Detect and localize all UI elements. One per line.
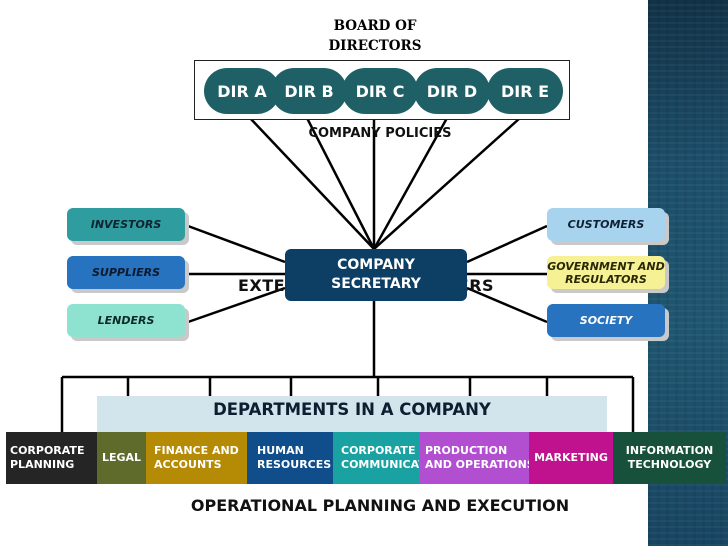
connector-dir-d <box>372 117 449 250</box>
department-label-line1: INFORMATION <box>625 444 714 457</box>
stakeholder-investors: INVESTORS <box>67 208 185 241</box>
board-title-line1: BOARD OF <box>333 18 417 34</box>
secretary-line2: SECRETARY <box>331 276 421 292</box>
stakeholder-lenders: LENDERS <box>67 304 185 337</box>
department-legal: LEGAL <box>97 432 146 484</box>
department-label-line1: CORPORATE <box>341 444 416 457</box>
department-label-line1: HUMAN <box>257 444 304 457</box>
external-stakeholders-label-left: EXTE <box>238 276 286 295</box>
secretary-line1: COMPANY <box>337 257 415 273</box>
connector-investors <box>187 224 286 264</box>
department-corporate-communications: CORPORATE COMMUNICATIONS <box>333 432 419 484</box>
departments-title: DEPARTMENTS IN A COMPANY <box>213 400 491 419</box>
company-policies-label: COMPANY POLICIES <box>308 126 452 141</box>
board-title: BOARD OF DIRECTORS <box>300 16 450 56</box>
department-production-operations: PRODUCTION AND OPERATIONS <box>419 432 529 484</box>
department-label-line2: COMMUNICATIONS <box>341 458 419 471</box>
department-finance-accounts: FINANCE AND ACCOUNTS <box>146 432 247 484</box>
stakeholder-society: SOCIETY <box>547 304 665 337</box>
board-title-line2: DIRECTORS <box>328 38 422 54</box>
connector-dir-e <box>373 117 521 250</box>
director-a-node: DIR A <box>204 68 280 114</box>
director-d-node: DIR D <box>414 68 490 114</box>
company-secretary-node: COMPANY SECRETARY <box>285 249 467 301</box>
department-human-resources: HUMAN RESOURCES <box>247 432 333 484</box>
director-e-node: DIR E <box>487 68 563 114</box>
department-information-technology: INFORMATION TECHNOLOGY <box>613 432 726 484</box>
stakeholder-customers: CUSTOMERS <box>547 208 665 241</box>
director-c-node: DIR C <box>342 68 418 114</box>
department-label-line2: TECHNOLOGY <box>627 458 712 471</box>
stakeholder-suppliers: SUPPLIERS <box>67 256 185 289</box>
department-label-line2: RESOURCES <box>257 458 332 471</box>
connector-society <box>466 286 548 324</box>
operational-planning-label: OPERATIONAL PLANNING AND EXECUTION <box>190 496 570 515</box>
connector-customers <box>466 224 548 264</box>
department-label-line1: MARKETING <box>534 451 608 464</box>
connector-lenders <box>187 286 286 324</box>
departments-band <box>97 396 607 432</box>
connector-dir-b <box>305 117 376 250</box>
department-label-line1: CORPORATE <box>10 444 85 457</box>
department-label-line2: AND OPERATIONS <box>425 458 529 471</box>
department-label-line2: ACCOUNTS <box>154 458 222 471</box>
stakeholder-government: GOVERNMENT AND REGULATORS <box>547 256 665 289</box>
department-corporate-planning: CORPORATE PLANNING <box>6 432 97 484</box>
department-label-line1: LEGAL <box>101 451 142 464</box>
connector-dir-a <box>249 117 375 250</box>
department-marketing: MARKETING <box>529 432 613 484</box>
director-b-node: DIR B <box>271 68 347 114</box>
department-label-line1: FINANCE AND <box>154 444 239 457</box>
department-label-line1: PRODUCTION <box>425 444 508 457</box>
department-label-line2: PLANNING <box>10 458 75 471</box>
